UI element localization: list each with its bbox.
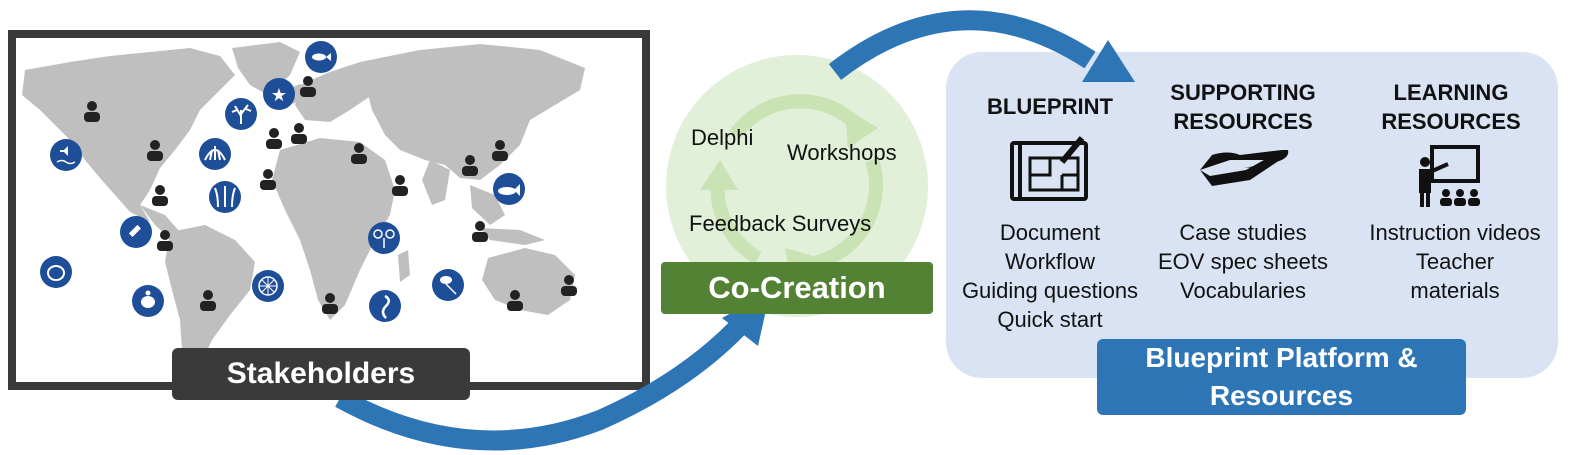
arrow-to-cocreation bbox=[335, 313, 753, 451]
list-item: Vocabularies bbox=[1180, 278, 1306, 303]
list-item: Instruction videos bbox=[1369, 220, 1541, 245]
sound-icon bbox=[50, 139, 82, 171]
teacher-icon bbox=[1419, 145, 1480, 207]
column-heading: RESOURCES bbox=[1173, 109, 1313, 134]
cocreation-label: Co-Creation bbox=[661, 262, 933, 314]
column-heading: LEARNING bbox=[1393, 80, 1509, 105]
person-marker bbox=[84, 101, 100, 122]
person-marker bbox=[300, 76, 316, 97]
column-learning-resources: LEARNING RESOURCES bbox=[1358, 78, 1544, 136]
platform-label-line2: Resources bbox=[1209, 380, 1354, 411]
person-marker bbox=[200, 290, 216, 311]
world-map bbox=[22, 42, 585, 378]
person-marker bbox=[561, 275, 577, 296]
fish-icon bbox=[305, 41, 337, 73]
list-item: Workflow bbox=[1004, 249, 1096, 274]
turtle-icon bbox=[132, 285, 164, 317]
supporting-items: Case studies EOV spec sheets Vocabularie… bbox=[1140, 218, 1346, 305]
arrow-to-platform bbox=[828, 10, 1096, 80]
arrowhead-platform bbox=[1082, 40, 1135, 82]
method-feedback-surveys: Feedback Surveys bbox=[689, 211, 872, 236]
shell-icon bbox=[40, 256, 72, 288]
person-marker bbox=[322, 293, 338, 314]
person-marker bbox=[157, 230, 173, 251]
eov-markers: ★ bbox=[40, 41, 525, 322]
list-item: Teacher bbox=[1415, 249, 1495, 274]
person-marker bbox=[266, 128, 282, 149]
column-blueprint: BLUEPRINT bbox=[960, 92, 1140, 121]
person-marker bbox=[351, 143, 367, 164]
list-item: EOV spec sheets bbox=[1158, 249, 1328, 274]
list-item: Document bbox=[999, 220, 1101, 245]
method-workshops: Workshops bbox=[787, 140, 897, 165]
helping-hand-icon bbox=[1200, 150, 1289, 186]
column-heading: RESOURCES bbox=[1381, 109, 1521, 134]
platform-panel bbox=[946, 52, 1558, 378]
person-marker bbox=[291, 123, 307, 144]
learning-items: Instruction videos Teacher materials bbox=[1356, 218, 1554, 305]
person-marker bbox=[492, 140, 508, 161]
jellyfish-icon bbox=[432, 269, 464, 301]
starfish-icon: ★ bbox=[263, 78, 295, 110]
coral-icon bbox=[225, 98, 257, 130]
list-item: Case studies bbox=[1179, 220, 1307, 245]
seagrass-icon bbox=[209, 181, 241, 213]
person-marker bbox=[260, 169, 276, 190]
column-heading: BLUEPRINT bbox=[987, 94, 1113, 119]
platform-label-line1: Blueprint Platform & bbox=[1145, 342, 1418, 373]
seahorse-icon bbox=[369, 290, 401, 322]
person-markers bbox=[84, 76, 577, 314]
sensor-icon bbox=[120, 216, 152, 248]
person-marker bbox=[462, 155, 478, 176]
list-item: Guiding questions bbox=[961, 278, 1139, 303]
column-heading: SUPPORTING bbox=[1170, 80, 1316, 105]
stakeholders-label: Stakeholders bbox=[172, 348, 470, 400]
list-item: Quick start bbox=[997, 307, 1103, 332]
platform-label: Blueprint Platform & Resources bbox=[1097, 339, 1466, 415]
person-marker bbox=[472, 221, 488, 242]
whale-icon bbox=[493, 173, 525, 205]
svg-text:★: ★ bbox=[271, 85, 287, 106]
blueprint-icon bbox=[1010, 136, 1088, 201]
person-marker bbox=[392, 175, 408, 196]
person-marker bbox=[507, 290, 523, 311]
phytoplankton-icon bbox=[368, 222, 400, 254]
person-marker bbox=[152, 185, 168, 206]
blueprint-items: Document Workflow Guiding questions Quic… bbox=[950, 218, 1150, 334]
sponge-icon bbox=[199, 138, 231, 170]
list-item: materials bbox=[1410, 278, 1500, 303]
diatom-icon bbox=[252, 270, 284, 302]
person-marker bbox=[147, 140, 163, 161]
method-delphi: Delphi bbox=[691, 125, 754, 150]
column-supporting-resources: SUPPORTING RESOURCES bbox=[1148, 78, 1338, 136]
